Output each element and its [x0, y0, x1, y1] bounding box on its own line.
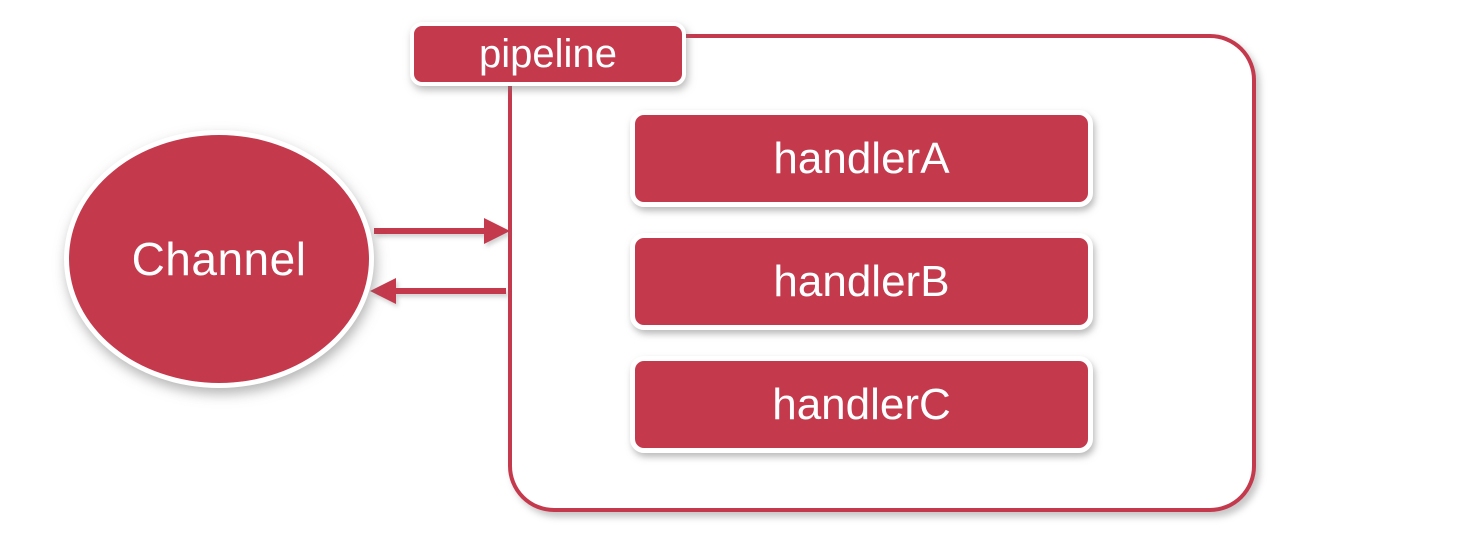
pipeline-label-tag: pipeline [410, 22, 686, 86]
handler-b-label: handlerB [773, 256, 950, 306]
handler-node-a: handlerA [630, 110, 1093, 207]
handler-c-label: handlerC [772, 379, 951, 429]
pipeline-label: pipeline [479, 31, 617, 76]
channel-label: Channel [131, 233, 307, 285]
handler-node-b: handlerB [630, 233, 1093, 330]
handler-a-label: handlerA [773, 133, 950, 183]
arrow-channel-to-pipeline-icon [374, 218, 510, 244]
channel-node: Channel [64, 130, 374, 388]
handler-node-c: handlerC [630, 356, 1093, 453]
arrow-pipeline-to-channel-icon [370, 278, 506, 304]
